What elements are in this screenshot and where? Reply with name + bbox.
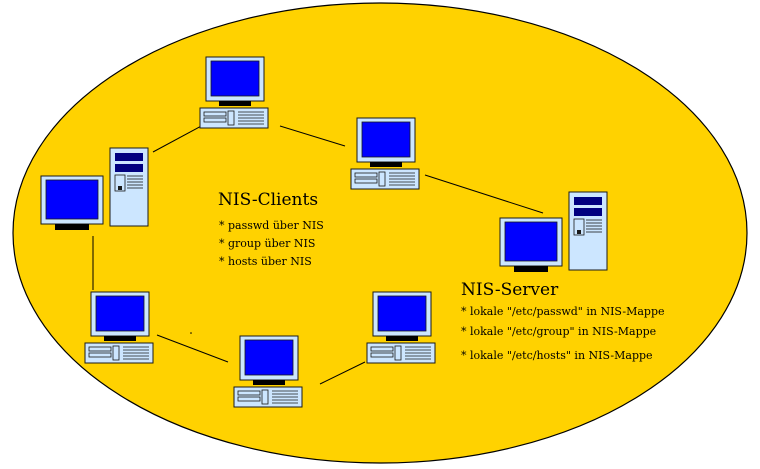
clients-title: NIS-Clients [218,190,319,210]
client-desktop-top [199,56,269,129]
server-title: NIS-Server [461,280,559,300]
clients-item-group: * group über NIS [219,237,316,250]
client-desktop-bottom-right [366,291,436,364]
client-desktop-bottom-center [233,335,303,408]
clients-item-hosts: * hosts über NIS [219,255,312,268]
server-item-group: * lokale "/etc/group" in NIS-Mappe [461,325,657,338]
server-item-passwd: * lokale "/etc/passwd" in NIS-Mappe [461,305,665,318]
server-item-hosts: * lokale "/etc/hosts" in NIS-Mappe [461,349,653,362]
clients-item-passwd: * passwd über NIS [219,219,324,232]
client-desktop-bottom-left [84,291,154,364]
network-ellipse [12,2,748,464]
client-desktop-right [350,117,420,190]
network-links [92,123,544,385]
